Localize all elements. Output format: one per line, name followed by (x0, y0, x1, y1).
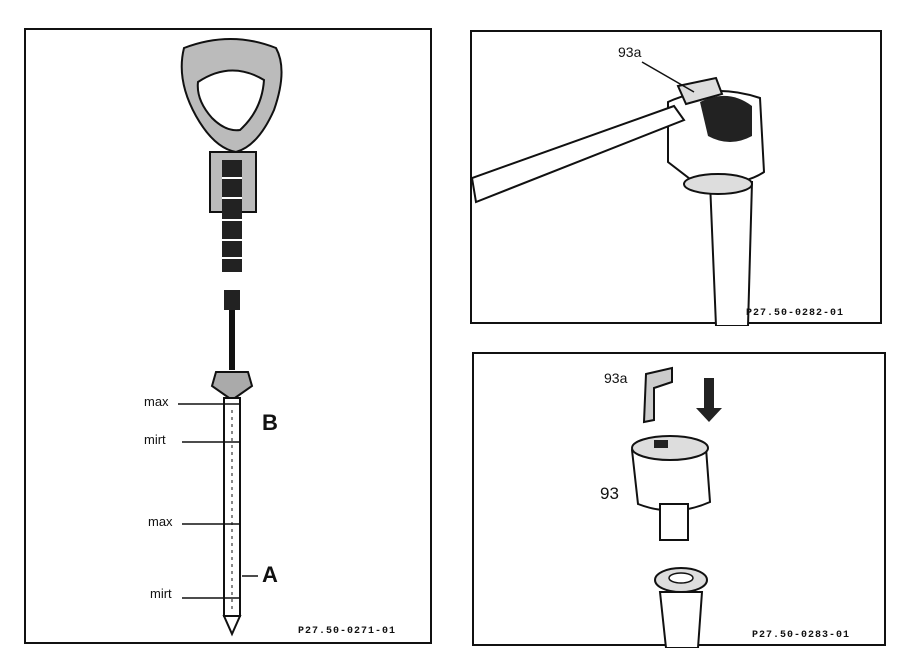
cap-recess (700, 95, 752, 142)
label-max-upper: max (144, 394, 169, 409)
arrow-down-icon (696, 378, 722, 422)
dipstick-drawing (178, 38, 283, 637)
cap-collar (683, 173, 753, 195)
clip-93a (642, 366, 673, 424)
tube-lower (658, 591, 704, 648)
leader-93a (641, 61, 695, 93)
label-93a-top: 93a (618, 44, 642, 60)
panel-clip-installation: 93a 93 P27.50-0283-01 (472, 352, 886, 648)
clip-installation-drawing (630, 366, 722, 648)
clip-removal-drawing (472, 61, 766, 326)
label-93: 93 (600, 484, 619, 503)
figure-code-top-right: P27.50-0282-01 (746, 308, 845, 319)
label-a: A (262, 562, 278, 587)
figure-code-left: P27.50-0271-01 (298, 626, 397, 637)
cap-93-top (631, 435, 709, 461)
panel-clip-removal: 93a P27.50-0282-01 (470, 30, 882, 326)
label-min-upper: mirt (144, 432, 166, 447)
dipstick-handle-hole (196, 69, 266, 132)
label-93a-bottom: 93a (604, 370, 628, 386)
label-b: B (262, 410, 278, 435)
label-max-lower: max (148, 514, 173, 529)
figure-code-bottom-right: P27.50-0283-01 (752, 630, 851, 641)
dipstick-ferrule (224, 290, 240, 310)
label-min-lower: mirt (150, 586, 172, 601)
cap-93-stem (659, 503, 689, 541)
screwdriver (472, 104, 686, 204)
clip-93a (676, 76, 724, 106)
dipstick-tip (222, 615, 242, 637)
dipstick-spring (222, 160, 242, 272)
cap-93-slot (654, 440, 668, 448)
dipstick-collar (210, 371, 254, 402)
panel-dipstick: max mirt B max A mirt P27.50-0271-01 (24, 28, 432, 644)
tube (708, 181, 754, 326)
dipstick-rod (223, 397, 241, 617)
